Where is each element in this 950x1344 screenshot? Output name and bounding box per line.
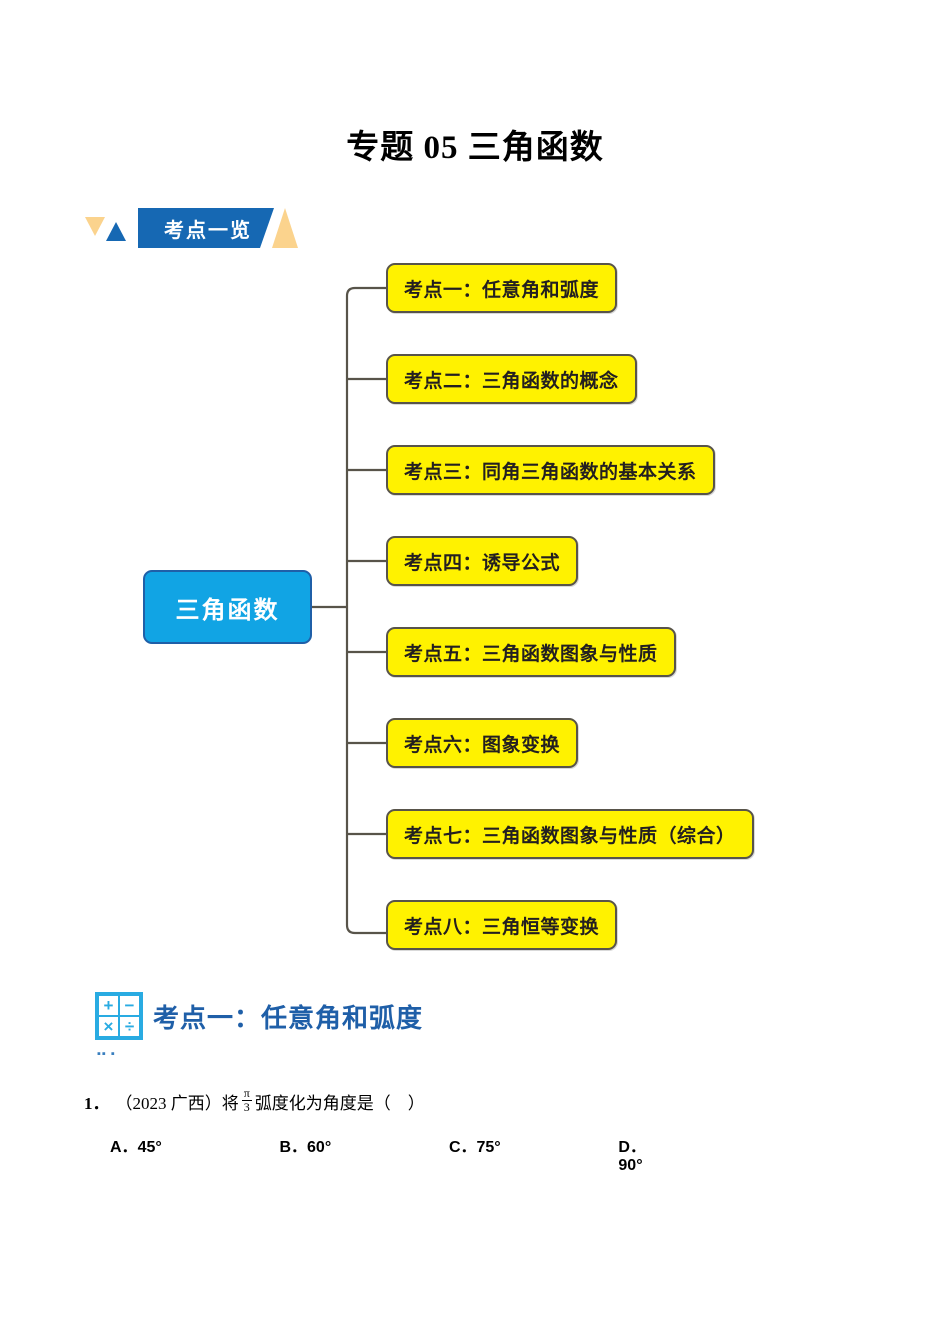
fraction-numerator: π	[243, 1086, 250, 1100]
times-icon: ×	[98, 1016, 119, 1037]
option-b[interactable]: B．60°	[279, 1133, 448, 1175]
mindmap: 三角函数 考点一：任意角和弧度 考点二：三角函数的概念 考点三：同角三角函数的基…	[0, 250, 950, 970]
section-banner: 考点一览	[85, 206, 298, 250]
mindmap-root-node[interactable]: 三角函数	[143, 570, 312, 644]
mindmap-node-4[interactable]: 考点四：诱导公式	[386, 536, 579, 586]
question-1: 1． （2023 广西） 将 π 3 弧度化为角度是（ ）	[84, 1086, 425, 1114]
triangle-up-icon	[106, 221, 126, 241]
mindmap-node-6[interactable]: 考点六：图象变换	[386, 718, 579, 768]
question-text-before: 将	[221, 1093, 239, 1113]
option-c-key: C．	[448, 1139, 477, 1156]
mindmap-node-5[interactable]: 考点五：三角函数图象与性质	[386, 627, 676, 677]
question-1-options: A．45° B．60° C．75° D．90°	[110, 1133, 670, 1175]
option-b-key: B．	[279, 1139, 308, 1156]
section-title: 考点一：任意角和弧度	[153, 1003, 424, 1033]
question-number: 1．	[84, 1093, 110, 1113]
mindmap-node-2[interactable]: 考点二：三角函数的概念	[386, 354, 637, 404]
calculator-grid-icon: + − × ÷	[95, 992, 143, 1040]
banner-label: 考点一览	[138, 208, 274, 248]
divide-icon: ÷	[119, 1016, 140, 1037]
mindmap-connectors	[312, 286, 386, 935]
mindmap-node-3[interactable]: 考点三：同角三角函数的基本关系	[386, 445, 715, 495]
question-source: （2023 广西）	[115, 1093, 222, 1113]
mindmap-node-7[interactable]: 考点七：三角函数图象与性质（综合）	[386, 809, 754, 859]
option-d-value: 90°	[618, 1157, 643, 1174]
triangle-down-icon	[85, 216, 105, 236]
minus-icon: −	[119, 995, 140, 1016]
triangle-accent-icon	[272, 208, 298, 248]
page-title: 专题 05 三角函数	[346, 130, 604, 166]
stray-mark: ▪▪ ▪	[97, 1048, 116, 1060]
option-a[interactable]: A．45°	[110, 1133, 279, 1175]
mindmap-node-1[interactable]: 考点一：任意角和弧度	[386, 263, 618, 313]
question-text-after: 弧度化为角度是（ ）	[254, 1093, 425, 1113]
mindmap-node-8[interactable]: 考点八：三角恒等变换	[386, 900, 618, 950]
plus-icon: +	[98, 995, 119, 1016]
option-b-value: 60°	[307, 1139, 332, 1156]
option-a-value: 45°	[137, 1139, 162, 1156]
fraction-pi-over-3: π 3	[241, 1086, 252, 1114]
option-d[interactable]: D．90°	[618, 1133, 670, 1175]
option-c-value: 75°	[476, 1139, 501, 1156]
option-a-key: A．	[110, 1139, 138, 1156]
option-c[interactable]: C．75°	[449, 1133, 618, 1175]
option-d-key: D．	[618, 1139, 646, 1156]
fraction-denominator: 3	[241, 1099, 252, 1114]
section-heading: + − × ÷ 考点一：任意角和弧度	[95, 992, 423, 1040]
